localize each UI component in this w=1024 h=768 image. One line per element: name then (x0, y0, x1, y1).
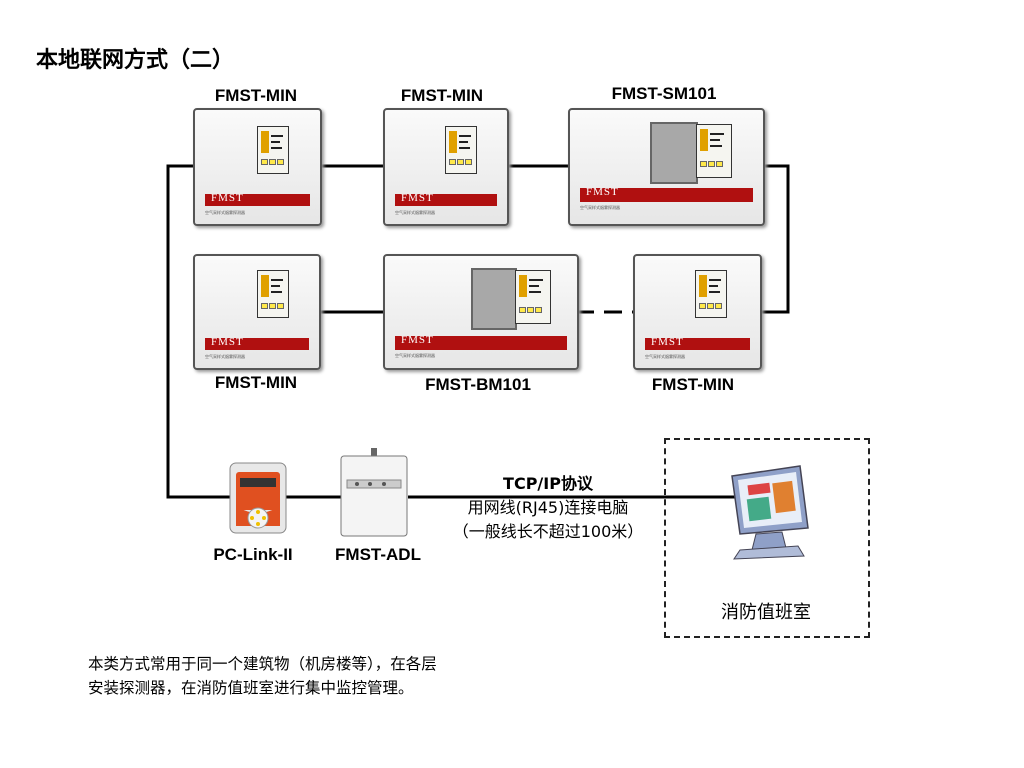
panel-subtitle: 空气采样式烟雾探测器 (645, 354, 685, 359)
brand-text: FMST (401, 192, 434, 204)
control-room-box (664, 438, 870, 638)
label-pc-link-ii: PC-Link-II (213, 545, 293, 564)
panel-subtitle: 空气采样式烟雾探测器 (205, 354, 245, 359)
device-fmst-min-4: FMST 空气采样式烟雾探测器 (633, 254, 762, 370)
wire-left-trunk (166, 164, 232, 499)
label-fmst-min-3: FMST-MIN (214, 373, 298, 392)
label-fmst-adl: FMST-ADL (335, 545, 421, 564)
connection-note: TCP/IP协议 用网线(RJ45)连接电脑 （一般线长不超过100米） (453, 472, 644, 544)
description-text: 本类方式常用于同一个建筑物（机房楼等），在各层安装探测器，在消防值班室进行集中监… (88, 655, 437, 697)
device-fmst-min-3: FMST 空气采样式烟雾探测器 (193, 254, 321, 370)
connection-cable: 用网线(RJ45)连接电脑 (467, 498, 629, 517)
panel-subtitle: 空气采样式烟雾探测器 (395, 353, 435, 358)
wire-right-trunk (759, 164, 790, 314)
brand-text: FMST (211, 336, 244, 348)
control-room-label: 消防值班室 (721, 602, 811, 623)
label-fmst-min-1: FMST-MIN (214, 86, 298, 105)
connection-length: （一般线长不超过100米） (452, 522, 644, 541)
label-fmst-min-2: FMST-MIN (400, 86, 484, 105)
device-pc-link-ii (229, 462, 287, 534)
label-fmst-bm101: FMST-BM101 (425, 375, 531, 394)
computer-icon (731, 465, 809, 560)
device-fmst-sm101: FMST 空气采样式烟雾探测器 (568, 108, 765, 226)
brand-text: FMST (586, 186, 619, 198)
brand-text: FMST (651, 336, 684, 348)
label-fmst-min-4: FMST-MIN (651, 375, 735, 394)
door-window (650, 122, 698, 184)
panel-subtitle: 空气采样式烟雾探测器 (205, 210, 245, 215)
door-window (471, 268, 517, 330)
page-title: 本地联网方式（二） (36, 47, 235, 73)
device-fmst-min-2: FMST 空气采样式烟雾探测器 (383, 108, 509, 226)
device-fmst-bm101: FMST 空气采样式烟雾探测器 (383, 254, 579, 370)
panel-subtitle: 空气采样式烟雾探测器 (395, 210, 435, 215)
panel-subtitle: 空气采样式烟雾探测器 (580, 205, 620, 210)
brand-text: FMST (401, 334, 434, 346)
label-fmst-sm101: FMST-SM101 (611, 84, 717, 103)
brand-text: FMST (211, 192, 244, 204)
device-fmst-adl (340, 448, 408, 537)
connection-protocol: TCP/IP协议 (503, 474, 593, 493)
device-fmst-min-1: FMST 空气采样式烟雾探测器 (193, 108, 322, 226)
